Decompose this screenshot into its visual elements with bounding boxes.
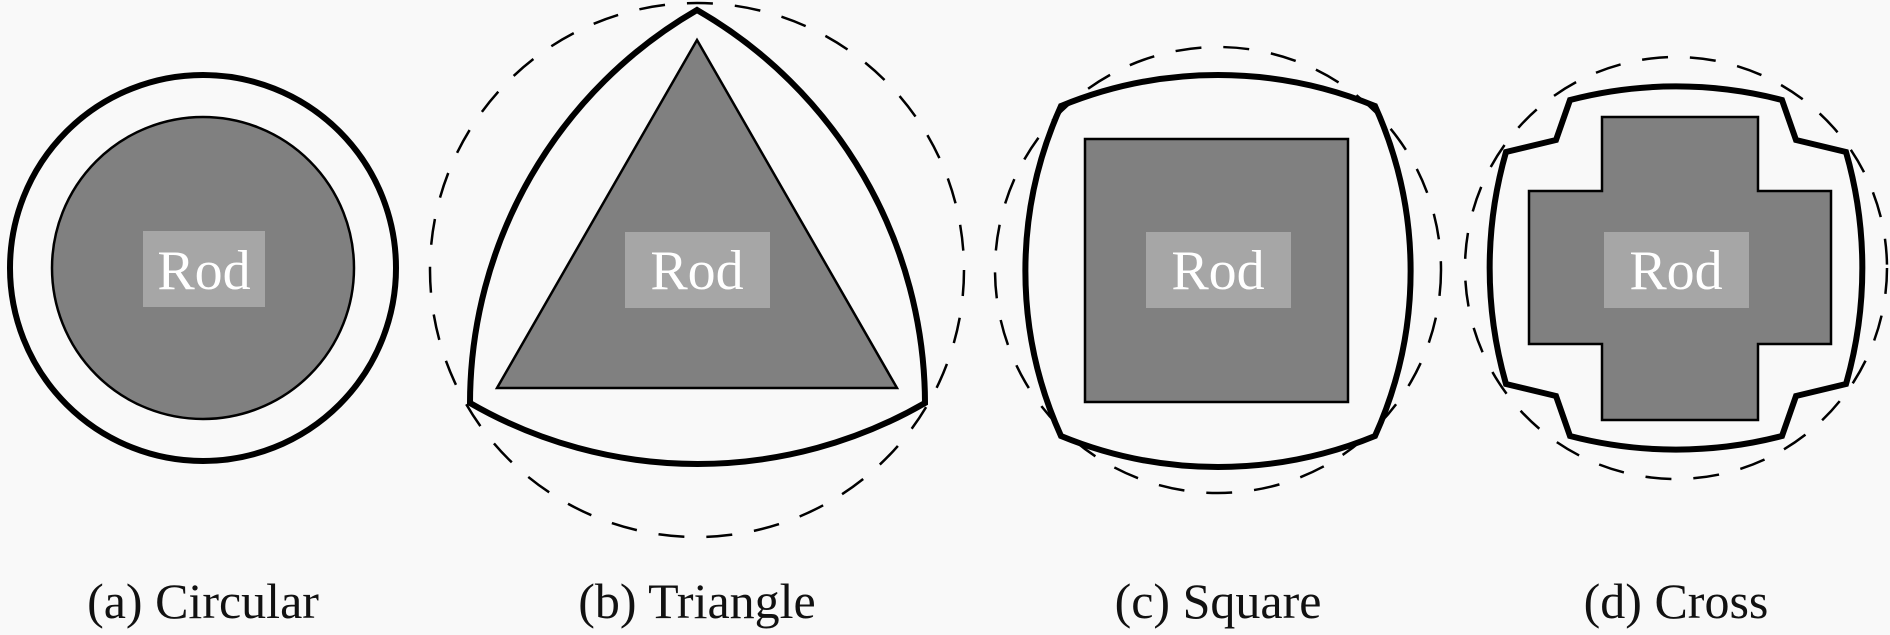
rod-label-bg: [1146, 232, 1291, 308]
outer-boundary: [466, 6, 929, 467]
caption-square: (c) Square: [1115, 573, 1322, 629]
reference-circle-dashed: [1463, 55, 1889, 481]
caption-cross: (d) Cross: [1584, 573, 1769, 629]
caption-triangle: (b) Triangle: [578, 573, 816, 629]
rod-label: Rod: [1629, 240, 1722, 302]
rod-label-bg: [1604, 232, 1749, 308]
panel-circular: Rod (a) Circular: [7, 72, 399, 629]
rod-label-bg: [625, 232, 770, 308]
rod-label: Rod: [1171, 240, 1264, 302]
reference-circle-dashed: [428, 1, 966, 539]
triangular-rod: [494, 37, 900, 390]
caption-circular: (a) Circular: [87, 573, 319, 629]
outer-boundary: [1022, 71, 1414, 471]
rod-label: Rod: [157, 240, 250, 302]
outer-boundary: [1486, 83, 1866, 453]
rod-label: Rod: [650, 240, 743, 302]
panel-cross: Rod (d) Cross: [1463, 55, 1889, 629]
reference-circle-dashed: [993, 45, 1443, 495]
outer-boundary: [7, 72, 399, 464]
panel-triangle: Rod (b) Triangle: [428, 1, 966, 629]
panel-square: Rod (c) Square: [993, 45, 1443, 629]
rod-label-bg: [143, 231, 265, 307]
